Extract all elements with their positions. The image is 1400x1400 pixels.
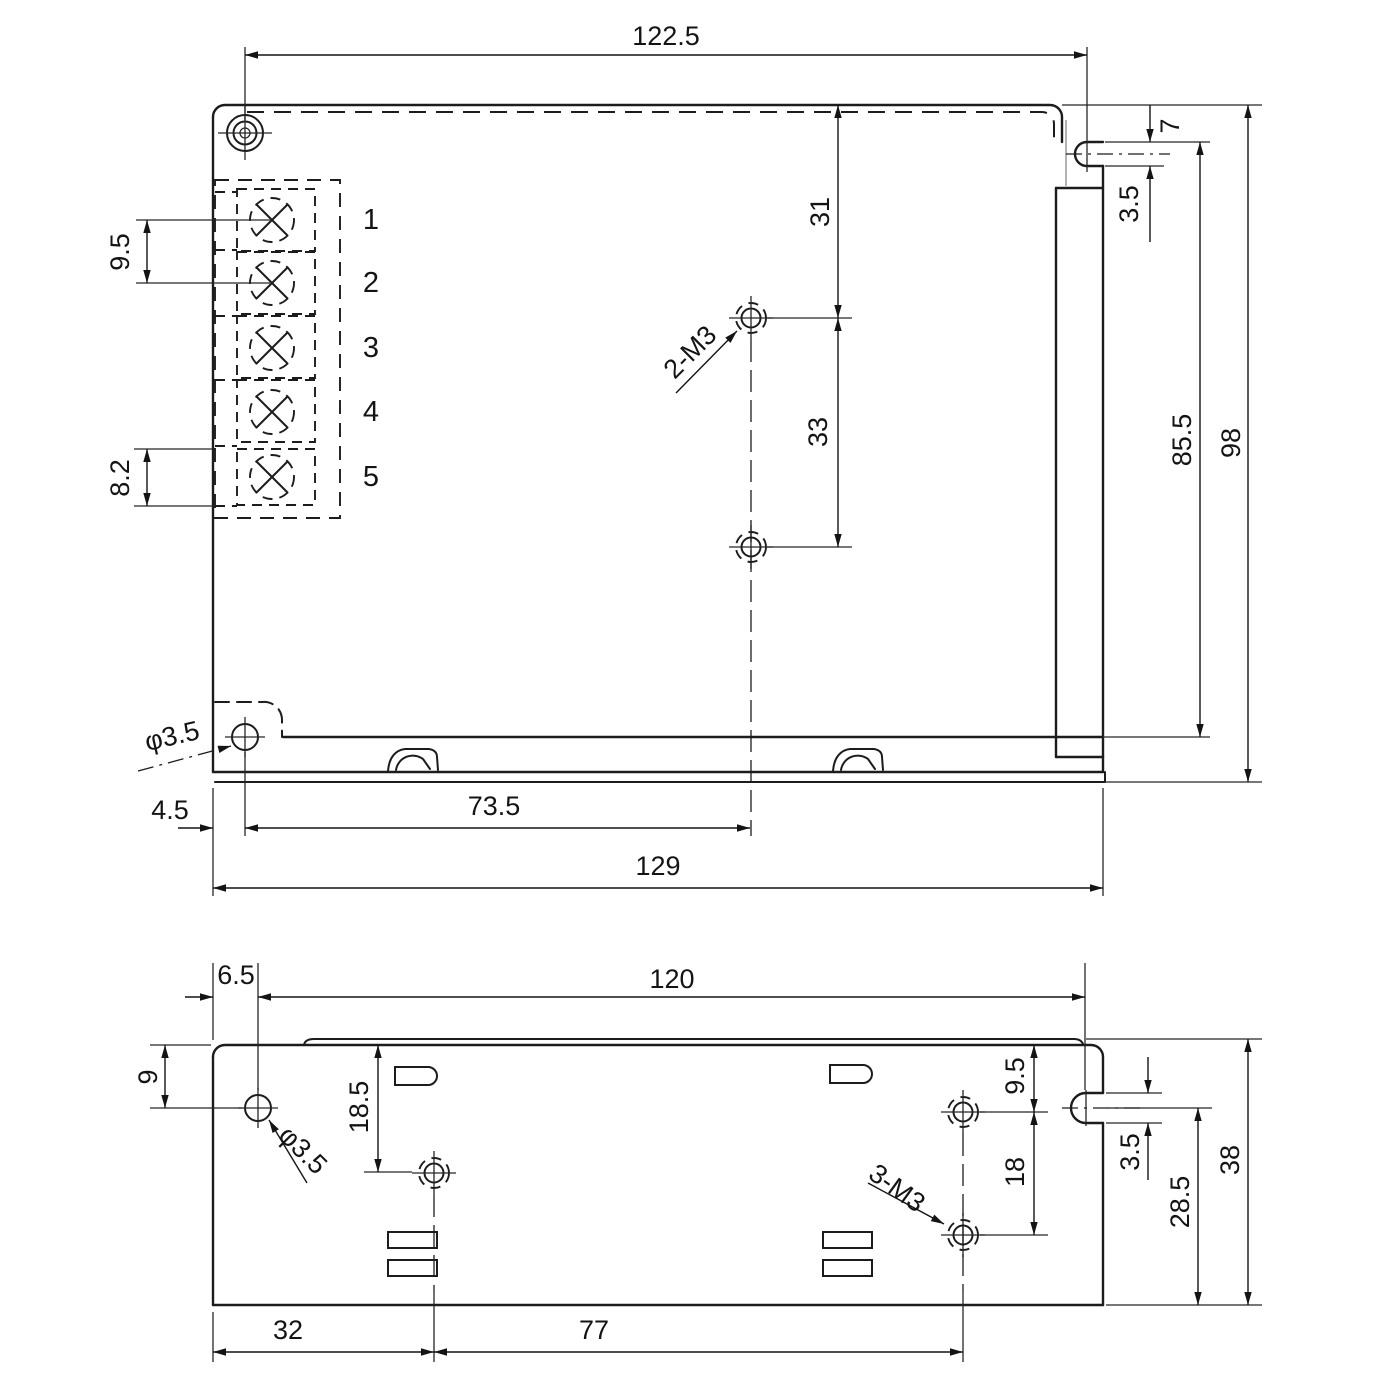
mounting-hole-bottom-view: φ3.5 (238, 1088, 333, 1184)
terminal-number-2: 2 (363, 267, 379, 299)
mounting-hole-bottom-left: φ3.5 (137, 715, 265, 772)
extension-lines-top-view (134, 47, 1262, 896)
thread-holes-2m3: 2-M3 (658, 296, 773, 836)
vent-rect (387, 1259, 438, 1277)
chassis-outline-bottom (211, 1038, 1105, 1307)
dim-mounting-width: 122.5 (632, 21, 700, 51)
vent-slots (387, 1064, 873, 1277)
vent-rect (387, 1231, 438, 1249)
dim-hole-to-thread-center: 73.5 (468, 791, 521, 821)
dim-terminal-pitch: 9.5 (105, 233, 135, 271)
terminal-block: 1 2 3 4 5 (214, 179, 379, 519)
dim-hole-edge-offset: 4.5 (151, 795, 189, 825)
dim-inner-depth: 85.5 (1167, 414, 1197, 467)
leader-3m3 (867, 1182, 945, 1225)
terminal-screw-3 (249, 325, 295, 371)
dim-edge-to-thread: 31 (805, 197, 835, 227)
dim-notch-width-bottom: 3.5 (1115, 1133, 1145, 1171)
mounting-hole-top-left (218, 106, 272, 160)
terminal-number-3: 3 (363, 332, 379, 364)
cover-clips (387, 748, 884, 772)
dim-mounting-width-bottom: 120 (649, 964, 694, 994)
front-step (214, 700, 284, 738)
terminal-number-4: 4 (363, 396, 379, 428)
dim-notch-to-bottom: 28.5 (1165, 1176, 1195, 1229)
dim-notch-offset: 7 (1155, 118, 1185, 133)
label-thread-3m3: 3-M3 (863, 1158, 930, 1218)
top-view: 1 2 3 4 5 2-M3 φ3.5 (105, 21, 1262, 896)
dimensions-top-view: 122.5 31 33 9.5 8.2 7 3.5 85.5 98 4.5 73… (105, 21, 1252, 892)
right-flange-notch (1066, 47, 1170, 172)
vent-rect (822, 1259, 873, 1277)
terminal-screw-5 (249, 454, 295, 500)
dim-edge-to-hole: 9 (133, 1069, 163, 1084)
dim-notch-width: 3.5 (1114, 185, 1144, 223)
dim-edge-to-thread-bottom: 18.5 (344, 1081, 374, 1134)
chassis-outline-top (211, 103, 1106, 783)
dim-hole-edge-offset-bottom: 6.5 (217, 960, 255, 990)
dim-thread-pitch: 33 (803, 417, 833, 447)
label-thread-2m3: 2-M3 (658, 320, 723, 385)
dim-terminal-last-pitch: 8.2 (105, 459, 135, 497)
cover-lip-line (303, 1038, 1084, 1046)
bottom-view: φ3.5 3-M3 (133, 960, 1262, 1362)
leader-2m3 (675, 330, 738, 394)
extension-lines-bottom-view (150, 963, 1262, 1362)
slot-icon (829, 1064, 873, 1084)
thread-holes-3m3: 3-M3 (412, 1090, 985, 1362)
dim-left-thread-offset: 32 (273, 1315, 303, 1345)
clip-icon (832, 748, 884, 772)
dim-total-width: 129 (635, 851, 680, 881)
dim-thread-span: 77 (579, 1315, 609, 1345)
vent-rect (822, 1231, 873, 1249)
terminal-number-5: 5 (363, 461, 379, 493)
label-hole-dia-top-view: φ3.5 (142, 715, 202, 757)
clip-icon (840, 754, 876, 771)
slot-icon (394, 1066, 438, 1086)
leader-hole-dia-bottom (268, 1119, 308, 1184)
label-hole-dia-bottom-view: φ3.5 (273, 1120, 333, 1180)
clip-icon (395, 754, 431, 771)
clip-icon (387, 748, 439, 772)
dim-right-thread-pitch: 18 (1000, 1157, 1030, 1187)
terminal-number-1: 1 (363, 204, 379, 236)
terminal-screw-4 (249, 389, 295, 435)
dim-edge-to-right-thread: 9.5 (1000, 1057, 1030, 1095)
dim-total-depth-bottom: 38 (1215, 1145, 1245, 1175)
dim-total-depth: 98 (1216, 428, 1246, 458)
dimensions-bottom-view: 6.5 120 9 18.5 9.5 18 3.5 28.5 38 32 77 (133, 960, 1252, 1356)
